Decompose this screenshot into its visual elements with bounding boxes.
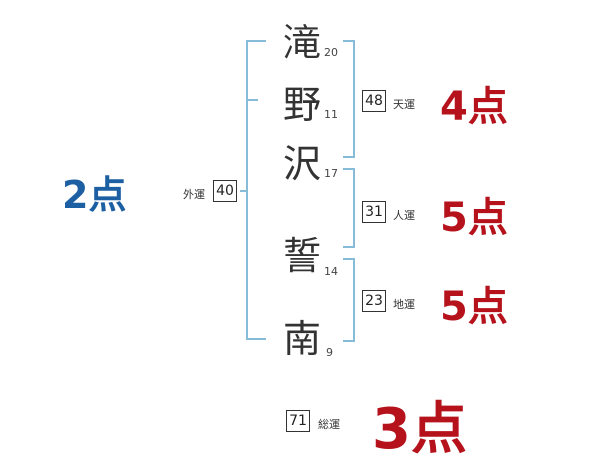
stroke-count-2: 11 bbox=[324, 108, 338, 121]
chiun-bracket-top bbox=[343, 258, 355, 260]
name-char-1: 滝 bbox=[283, 21, 322, 65]
stroke-count-4: 14 bbox=[324, 265, 338, 278]
gaiun-score: 2点 bbox=[62, 173, 127, 217]
outer-bracket-stub bbox=[240, 190, 248, 192]
tenun-score: 4点 bbox=[440, 84, 508, 130]
chiun-bracket-bottom bbox=[343, 340, 355, 342]
gaiun-label: 外運 bbox=[183, 188, 205, 201]
gaiun-value-box: 40 bbox=[213, 180, 237, 202]
chiun-label: 地運 bbox=[393, 298, 415, 311]
tenun-bracket-vertical bbox=[353, 40, 355, 158]
souun-score: 3点 bbox=[372, 397, 467, 462]
jinun-label: 人運 bbox=[393, 209, 415, 222]
outer-bracket-mid-top bbox=[246, 99, 258, 101]
tenun-label: 天運 bbox=[393, 98, 415, 111]
name-char-4: 誓 bbox=[283, 234, 322, 278]
tenun-bracket-bottom bbox=[343, 156, 355, 158]
jinun-value-box: 31 bbox=[362, 201, 386, 223]
souun-value-box: 71 bbox=[286, 410, 310, 432]
name-char-3: 沢 bbox=[283, 142, 322, 186]
jinun-score: 5点 bbox=[440, 195, 508, 241]
jinun-bracket-top bbox=[343, 168, 355, 170]
jinun-bracket-vertical bbox=[353, 168, 355, 248]
chiun-value-box: 23 bbox=[362, 290, 386, 312]
chiun-score: 5点 bbox=[440, 284, 508, 330]
chiun-bracket-vertical bbox=[353, 258, 355, 342]
stroke-count-1: 20 bbox=[324, 46, 338, 59]
outer-bracket-bottom bbox=[246, 338, 266, 340]
tenun-bracket-top bbox=[343, 40, 355, 42]
name-char-2: 野 bbox=[283, 83, 322, 127]
name-char-5: 南 bbox=[283, 317, 322, 361]
souun-label: 総運 bbox=[318, 418, 340, 431]
stroke-count-5: 9 bbox=[326, 346, 333, 359]
tenun-value-box: 48 bbox=[362, 90, 386, 112]
jinun-bracket-bottom bbox=[343, 246, 355, 248]
stroke-count-3: 17 bbox=[324, 167, 338, 180]
outer-bracket-top bbox=[246, 40, 266, 42]
